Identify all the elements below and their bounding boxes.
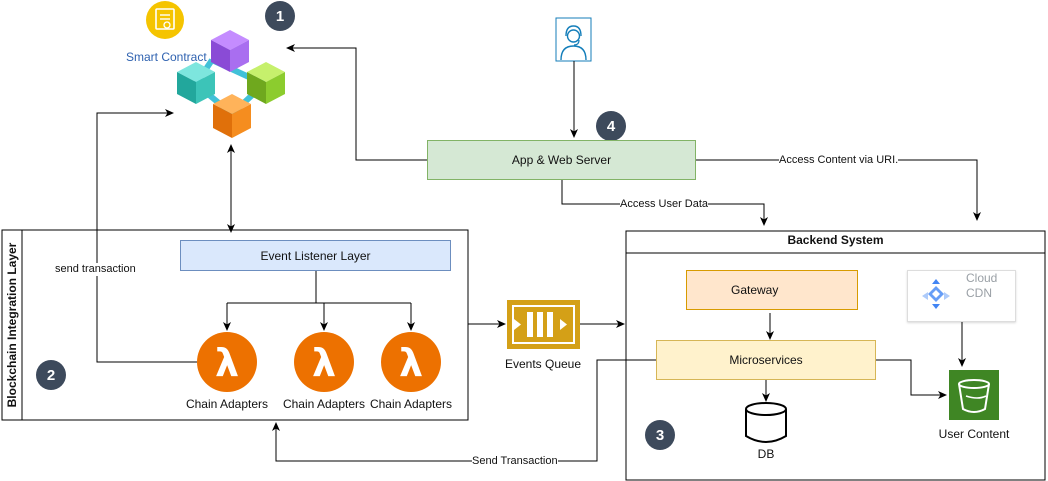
edge-label-send-transaction-up: send transaction bbox=[55, 263, 136, 276]
edge-microservices-to-content bbox=[876, 359, 947, 399]
edge-label-access-content: Access Content via URI. bbox=[779, 154, 899, 167]
integration-layer-title: Blockchain Integration Layer bbox=[5, 242, 19, 408]
gateway-label: Gateway bbox=[731, 283, 779, 297]
chain-adapter-label: Chain Adapters bbox=[369, 397, 453, 411]
step-marker-3: 3 bbox=[645, 420, 675, 450]
backend-title: Backend System bbox=[787, 233, 884, 247]
integration-layer-frame bbox=[1, 229, 469, 421]
user-content-label: User Content bbox=[938, 427, 1010, 441]
app-web-server-label: App & Web Server bbox=[511, 153, 612, 167]
event-listener-label: Event Listener Layer bbox=[260, 248, 371, 263]
blockchain-icon bbox=[177, 30, 285, 138]
step-marker-1: 1 bbox=[265, 1, 295, 31]
lambda-icon: λ bbox=[197, 332, 257, 392]
chain-adapter-label: Chain Adapters bbox=[185, 397, 269, 411]
lambda-icon: λ bbox=[294, 332, 354, 392]
event-listener-node[interactable]: Event Listener Layer bbox=[180, 240, 451, 271]
step-marker-4: 4 bbox=[596, 111, 626, 141]
svg-text:λ: λ bbox=[399, 341, 423, 385]
backend-frame bbox=[625, 230, 1046, 481]
cloud-cdn-icon bbox=[922, 279, 950, 309]
edge-label-access-user-data: Access User Data bbox=[620, 198, 709, 211]
microservices-label: Microservices bbox=[729, 353, 803, 367]
edge-listener-to-adapters bbox=[223, 271, 415, 331]
app-web-server-node[interactable]: App & Web Server bbox=[427, 140, 696, 180]
events-queue-label: Events Queue bbox=[504, 357, 582, 371]
events-queue-icon bbox=[507, 300, 580, 349]
db-label: DB bbox=[757, 447, 775, 461]
certificate-icon bbox=[146, 1, 184, 39]
edge-send-transaction-up bbox=[96, 109, 197, 363]
edge-send-transaction-back bbox=[272, 359, 656, 462]
smart-contract-label: Smart Contract bbox=[126, 50, 207, 64]
cloud-cdn-label: Cloud bbox=[966, 271, 998, 285]
cloud-cdn-node[interactable]: Cloud CDN bbox=[907, 270, 1016, 322]
svg-text:λ: λ bbox=[312, 341, 336, 385]
edge-access-content bbox=[696, 159, 981, 221]
s3-bucket-icon bbox=[949, 370, 999, 420]
microservices-node[interactable]: Microservices bbox=[656, 340, 876, 380]
gateway-node[interactable]: Gateway bbox=[686, 270, 858, 310]
cloud-cdn-label-2: CDN bbox=[966, 286, 992, 300]
chain-adapter-label: Chain Adapters bbox=[282, 397, 366, 411]
edge-server-to-contract bbox=[286, 44, 427, 161]
support-agent-icon bbox=[555, 17, 592, 62]
step-marker-2: 2 bbox=[36, 360, 66, 390]
db-icon bbox=[745, 402, 787, 443]
svg-text:λ: λ bbox=[215, 341, 239, 385]
edge-label-send-transaction-back: Send Transaction bbox=[472, 455, 558, 468]
lambda-icon: λ bbox=[381, 332, 441, 392]
